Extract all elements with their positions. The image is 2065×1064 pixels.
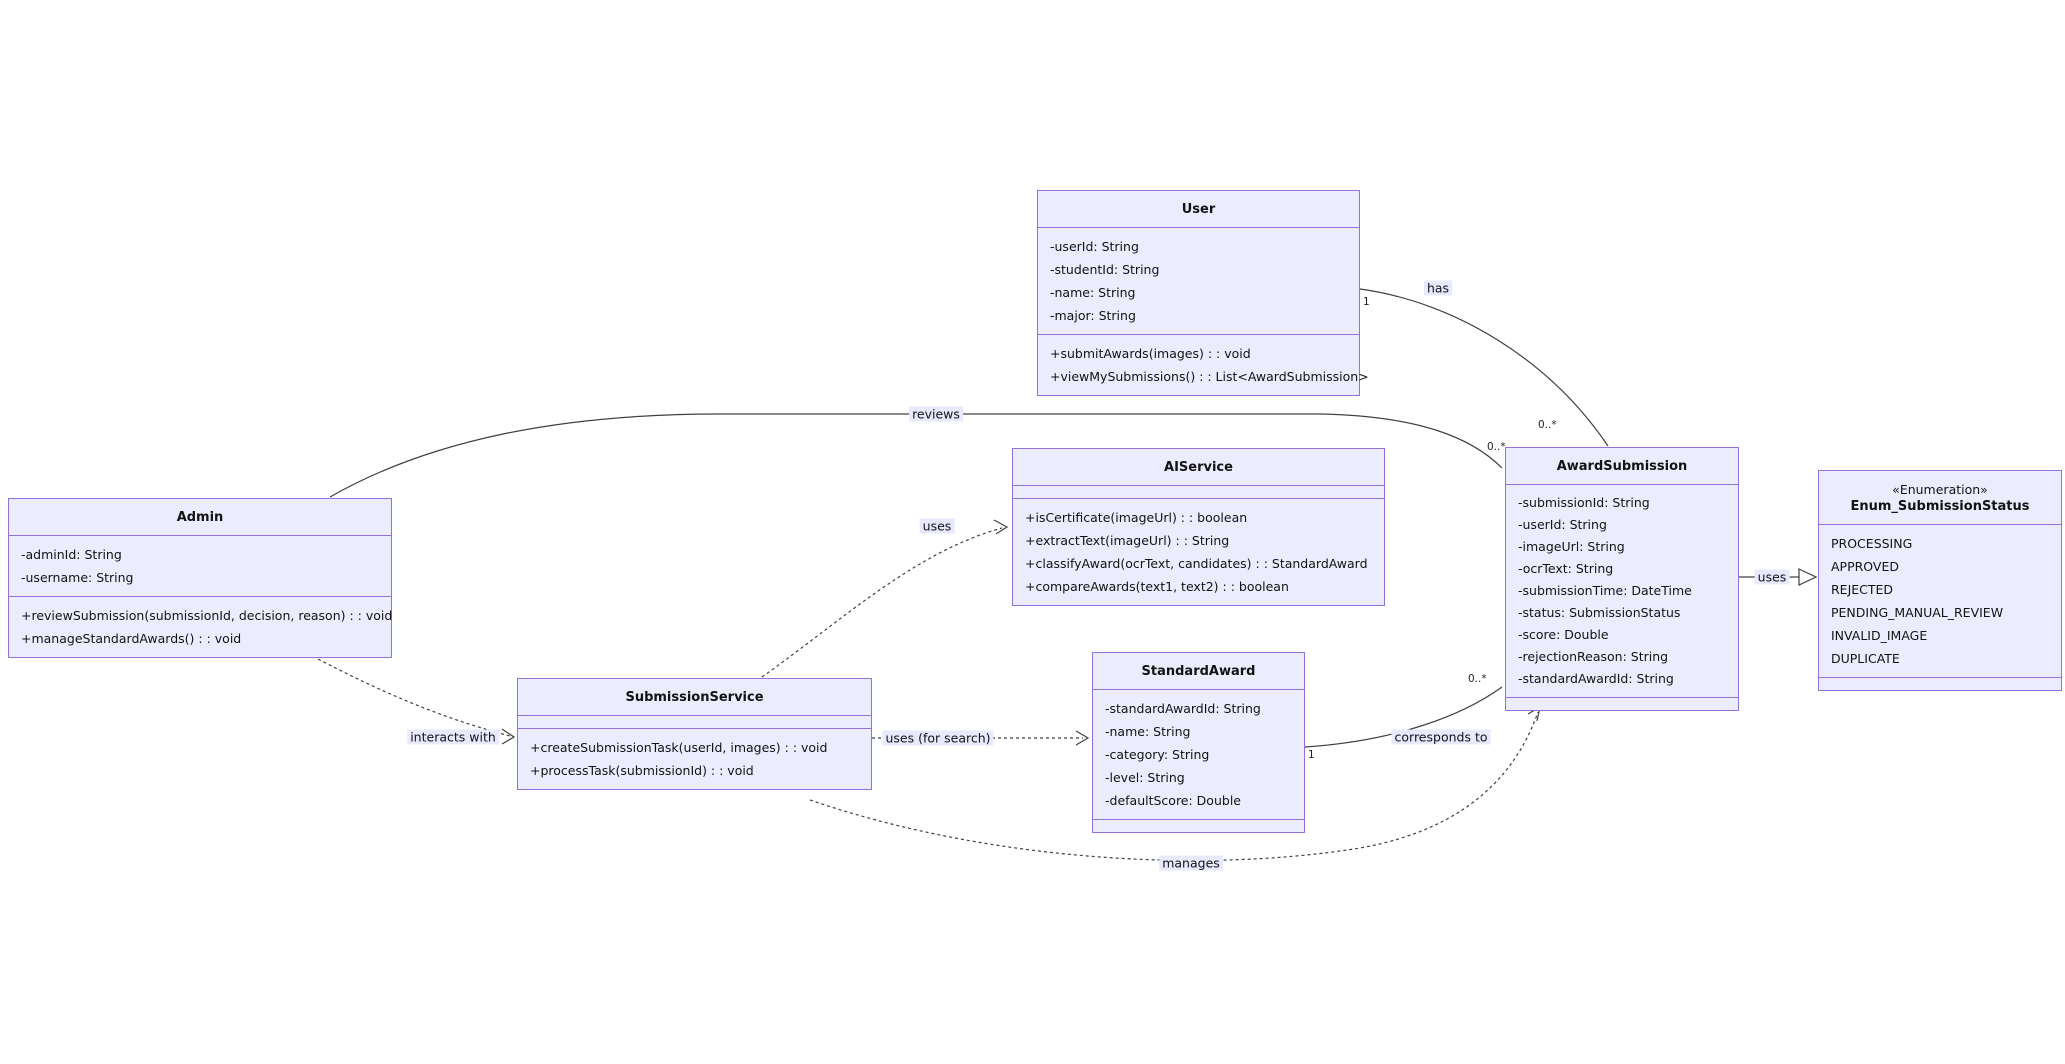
enum-value: PENDING_MANUAL_REVIEW [1831, 605, 2004, 620]
enum-value: INVALID_IMAGE [1831, 628, 1928, 643]
class-enum-submissionstatus: «Enumeration» Enum_SubmissionStatus PROC… [1818, 470, 2062, 691]
method: +viewMySubmissions() : : List<AwardSubmi… [1050, 369, 1369, 384]
class-awardsubmission-attributes: -submissionId: String -userId: String -i… [1506, 484, 1738, 697]
class-enum-values: PROCESSING APPROVED REJECTED PENDING_MAN… [1819, 524, 2061, 677]
method: +reviewSubmission(submissionId, decision… [21, 608, 393, 623]
enum-value: APPROVED [1831, 559, 1900, 574]
class-aiservice-attributes-empty [1013, 485, 1384, 498]
edge-uses-enum-hollow-arrowhead [1798, 568, 1818, 586]
class-admin-methods: +reviewSubmission(submissionId, decision… [9, 596, 393, 657]
enum-stereotype: «Enumeration» [1892, 482, 1988, 497]
class-submissionservice: SubmissionService +createSubmissionTask(… [517, 678, 872, 790]
attribute: -status: SubmissionStatus [1518, 605, 1681, 620]
class-enum-title: «Enumeration» Enum_SubmissionStatus [1819, 471, 2061, 524]
attribute: -defaultScore: Double [1105, 793, 1241, 808]
multiplicity-reviews-target: 0..* [1487, 441, 1506, 453]
attribute: -userId: String [1050, 239, 1139, 254]
edge-uses-ai-line [761, 527, 1003, 678]
edge-label-uses-enum: uses [1754, 569, 1790, 585]
multiplicity-has-target: 0..* [1538, 419, 1557, 431]
class-user: User -userId: String -studentId: String … [1037, 190, 1369, 396]
edge-uses-for-search-arrowhead [1075, 730, 1090, 746]
method: +manageStandardAwards() : : void [21, 631, 242, 646]
edge-uses-ai-arrowhead [993, 519, 1009, 535]
attribute: -userId: String [1518, 517, 1607, 532]
edge-label-interacts-with: interacts with [407, 729, 499, 745]
class-aiservice-title: AIService [1164, 460, 1233, 475]
method: +submitAwards(images) : : void [1050, 346, 1251, 361]
attribute: -submissionId: String [1518, 495, 1650, 510]
enum-value: PROCESSING [1831, 536, 1913, 551]
class-submissionservice-attributes-empty [518, 715, 871, 728]
attribute: -studentId: String [1050, 262, 1160, 277]
class-standardaward-attributes: -standardAwardId: String -name: String -… [1093, 689, 1304, 819]
attribute: -name: String [1105, 724, 1191, 739]
class-awardsubmission-methods-empty [1506, 697, 1738, 710]
edge-reviews-line [329, 413, 1503, 498]
attribute: -imageUrl: String [1518, 539, 1625, 554]
class-awardsubmission-title: AwardSubmission [1556, 459, 1688, 474]
attribute: -major: String [1050, 308, 1136, 323]
enum-value: REJECTED [1831, 582, 1894, 597]
method: +isCertificate(imageUrl) : : boolean [1025, 510, 1248, 525]
attribute: -standardAwardId: String [1105, 701, 1261, 716]
class-user-methods: +submitAwards(images) : : void +viewMySu… [1038, 334, 1369, 395]
attribute: -username: String [21, 570, 134, 585]
edge-interacts-with-line [317, 658, 511, 737]
edge-label-corresponds-to: corresponds to [1391, 729, 1491, 745]
class-user-attributes: -userId: String -studentId: String -name… [1038, 227, 1359, 334]
attribute: -score: Double [1518, 627, 1609, 642]
edge-label-uses-for-search: uses (for search) [882, 730, 994, 746]
class-user-title: User [1181, 202, 1216, 217]
class-admin-attributes: -adminId: String -username: String [9, 535, 391, 596]
attribute: -standardAwardId: String [1518, 671, 1674, 686]
edge-label-reviews: reviews [909, 406, 963, 422]
multiplicity-has-source: 1 [1363, 296, 1370, 308]
attribute: -adminId: String [21, 547, 122, 562]
class-submissionservice-methods: +createSubmissionTask(userId, images) : … [518, 728, 871, 789]
edge-label-manages: manages [1159, 855, 1223, 871]
class-admin-title: Admin [176, 510, 224, 525]
method: +compareAwards(text1, text2) : : boolean [1025, 579, 1289, 594]
edge-manages-line [809, 711, 1539, 862]
class-awardsubmission: AwardSubmission -submissionId: String -u… [1505, 447, 1739, 711]
edge-label-has: has [1423, 280, 1453, 296]
class-enum-methods-empty [1819, 677, 2061, 690]
edge-has-line [1359, 288, 1609, 447]
method: +processTask(submissionId) : : void [530, 763, 754, 778]
edge-interacts-with-arrowhead [501, 728, 516, 745]
class-standardaward-methods-empty [1093, 819, 1304, 832]
attribute: -ocrText: String [1518, 561, 1614, 576]
class-admin: Admin -adminId: String -username: String… [8, 498, 392, 658]
attribute: -category: String [1105, 747, 1210, 762]
edge-label-uses-ai: uses [919, 518, 955, 534]
class-aiservice: AIService +isCertificate(imageUrl) : : b… [1012, 448, 1385, 606]
enum-name: Enum_SubmissionStatus [1850, 499, 2030, 514]
attribute: -submissionTime: DateTime [1518, 583, 1692, 598]
method: +classifyAward(ocrText, candidates) : : … [1025, 556, 1368, 571]
attribute: -name: String [1050, 285, 1136, 300]
class-standardaward-title: StandardAward [1141, 664, 1256, 679]
edge-corresponds-to-line [1304, 686, 1503, 748]
attribute: -level: String [1105, 770, 1185, 785]
class-standardaward: StandardAward -standardAwardId: String -… [1092, 652, 1305, 833]
attribute: -rejectionReason: String [1518, 649, 1669, 664]
enum-value: DUPLICATE [1831, 651, 1900, 666]
class-submissionservice-title: SubmissionService [625, 690, 764, 705]
method: +extractText(imageUrl) : : String [1025, 533, 1230, 548]
class-aiservice-methods: +isCertificate(imageUrl) : : boolean +ex… [1013, 498, 1384, 605]
multiplicity-corresponds-target: 0..* [1468, 673, 1487, 685]
method: +createSubmissionTask(userId, images) : … [530, 740, 828, 755]
multiplicity-corresponds-source: 1 [1308, 749, 1315, 761]
